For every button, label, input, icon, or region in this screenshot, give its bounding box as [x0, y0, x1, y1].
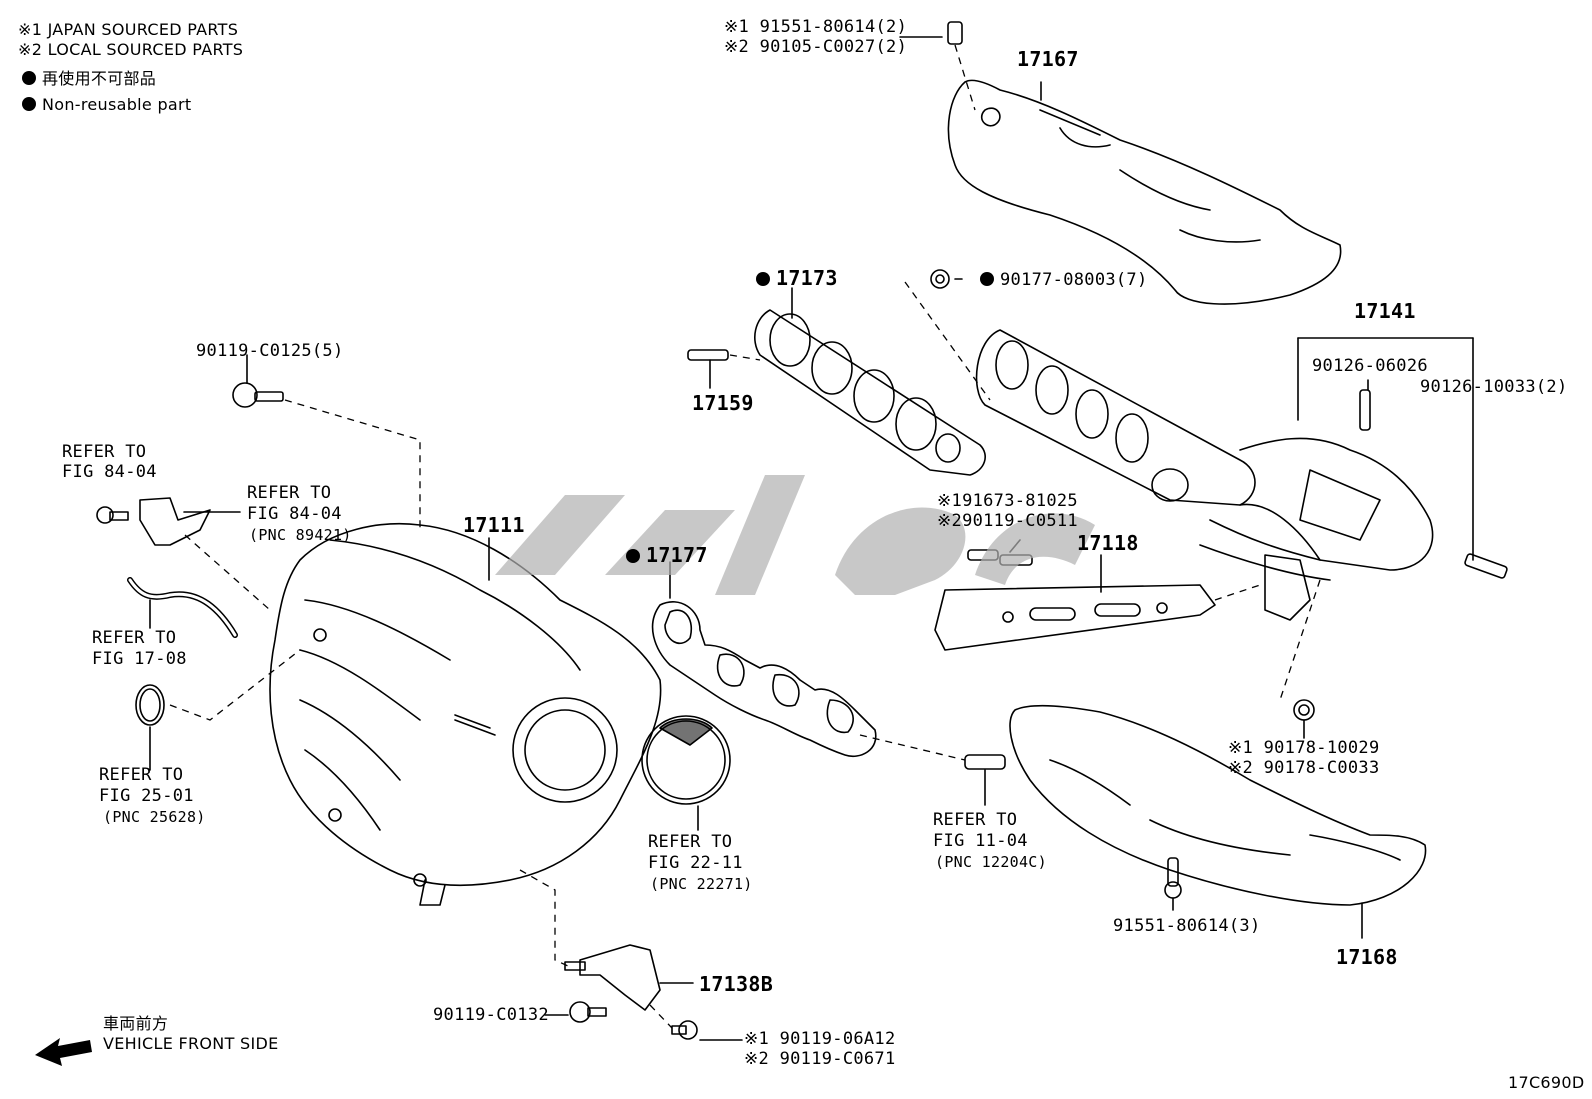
label-bolt-bot-2: ※2 90119-C0671 [744, 1049, 896, 1069]
front-arrow-icon [35, 1038, 92, 1066]
label-refer-84-a-1: REFER TO [62, 442, 147, 462]
label-nut-1: ※1 90178-10029 [1228, 738, 1380, 758]
bolt-top [947, 21, 963, 45]
label-17168: 17168 [1336, 945, 1398, 969]
label-refer-22-2: FIG 22-11 [648, 853, 743, 873]
figure-code: 17C690D [1508, 1073, 1585, 1092]
sensor-89421 [96, 497, 211, 546]
label-bolt-top-1: ※1 91551-80614(2) [724, 17, 908, 37]
label-refer-11-1: REFER TO [933, 810, 1018, 830]
label-refer-84-b-1: REFER TO [247, 483, 332, 503]
label-bolt-mid-2: ※290119-C0511 [937, 511, 1078, 531]
exhaust-manifold-17141 [975, 329, 1434, 621]
label-90126-10033: 90126-10033(2) [1420, 377, 1568, 397]
gasket-17177 [651, 601, 877, 757]
label-17111: 17111 [463, 513, 525, 537]
label-refer-22-1: REFER TO [648, 832, 733, 852]
legend-japan-parts: ※1 JAPAN SOURCED PARTS [18, 20, 239, 39]
nut-90178 [1293, 699, 1315, 721]
label-refer-17-1: REFER TO [92, 628, 177, 648]
label-refer-84-b-3: (PNC 89421) [249, 526, 352, 544]
label-17177: 17177 [626, 545, 708, 565]
vehicle-front-en: VEHICLE FRONT SIDE [103, 1034, 279, 1053]
label-17118: 17118 [1077, 531, 1139, 555]
o-ring-25628 [135, 684, 165, 726]
label-17141: 17141 [1354, 299, 1416, 323]
label-refer-11-2: FIG 11-04 [933, 831, 1028, 851]
label-17167: 17167 [1017, 47, 1079, 71]
bolt-91551-80614 [1164, 857, 1182, 899]
label-bolt-mid-1: ※191673-81025 [937, 491, 1078, 511]
label-refer-25-1: REFER TO [99, 765, 184, 785]
bolt-90119-c0125 [232, 382, 284, 408]
label-90177: 90177-08003(7) [980, 270, 1148, 290]
stud-90126-10033 [1464, 553, 1508, 579]
label-refer-17-2: FIG 17-08 [92, 649, 187, 669]
bullet-icon [22, 71, 36, 85]
label-90119-c0132: 90119-C0132 [433, 1005, 549, 1025]
sensor-12204c [964, 754, 1006, 770]
label-17173: 17173 [756, 268, 838, 288]
label-90126-06026: 90126-06026 [1312, 356, 1428, 376]
stud-90126-06026 [1359, 389, 1371, 431]
label-refer-84-b-2: FIG 84-04 [247, 504, 342, 524]
label-90119-c0125: 90119-C0125(5) [196, 341, 344, 361]
throttle-gasket-ring [641, 715, 731, 805]
vehicle-front-jp: 車両前方 [103, 1014, 169, 1033]
label-refer-84-a-2: FIG 84-04 [62, 462, 157, 482]
label-17138b: 17138B [699, 972, 774, 996]
hose-17-08 [127, 577, 238, 638]
gasket-17173 [754, 309, 986, 476]
bolt-90119-c0132 [569, 1001, 607, 1023]
heat-insulator-17167 [947, 79, 1342, 305]
legend-local-parts: ※2 LOCAL SOURCED PARTS [18, 40, 244, 59]
bracket-17138b [564, 944, 661, 1011]
label-refer-22-3: (PNC 22271) [650, 875, 753, 893]
heat-insulator-17168 [1009, 704, 1427, 906]
legend-non-reusable-en: Non-reusable part [22, 95, 191, 115]
bullet-icon [22, 97, 36, 111]
intake-manifold-17111 [269, 522, 662, 906]
legend-non-reusable-jp: 再使用不可部品 [22, 69, 156, 89]
stud-17159 [687, 349, 729, 389]
stay-17118 [934, 584, 1216, 651]
label-bolt-bot-1: ※1 90119-06A12 [744, 1029, 896, 1049]
nut-90177 [930, 269, 950, 289]
label-bolt-top-2: ※2 90105-C0027(2) [724, 37, 908, 57]
label-91551-80614: 91551-80614(3) [1113, 916, 1261, 936]
watermark-logo [495, 475, 1095, 595]
label-nut-2: ※2 90178-C0033 [1228, 758, 1380, 778]
label-17159: 17159 [692, 391, 754, 415]
label-refer-25-2: FIG 25-01 [99, 786, 194, 806]
label-refer-11-3: (PNC 12204C) [935, 853, 1047, 871]
bolt-90119-06a12 [671, 1020, 698, 1040]
label-refer-25-3: (PNC 25628) [103, 808, 206, 826]
